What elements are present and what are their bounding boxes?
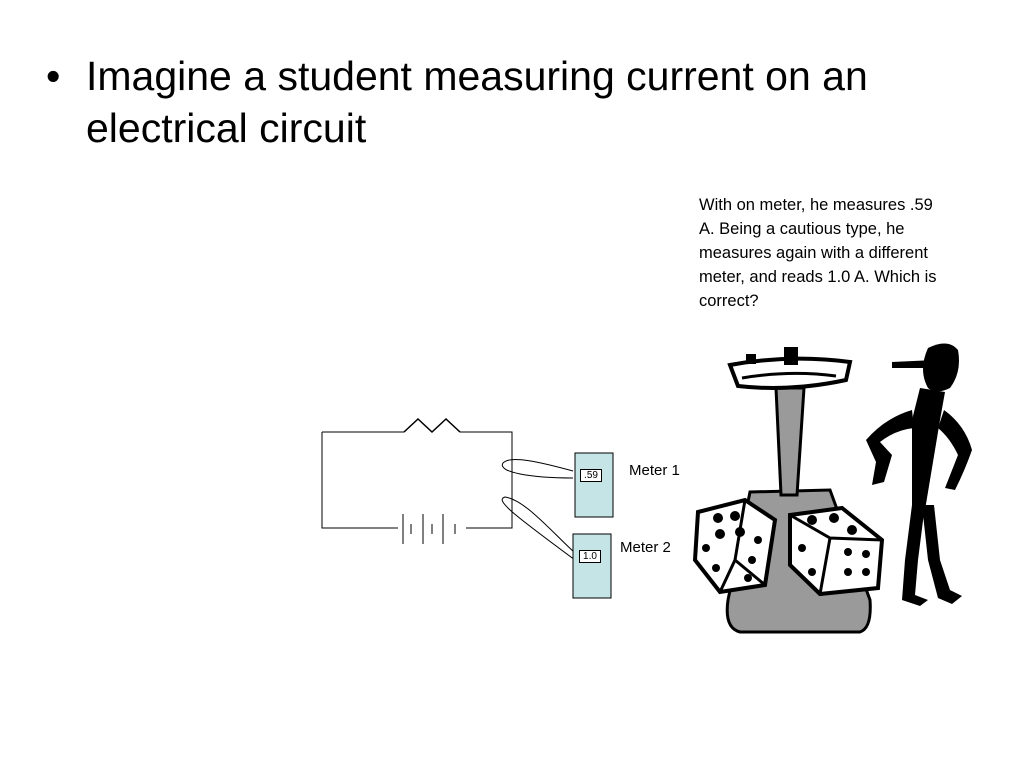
dice-left-icon bbox=[692, 497, 778, 595]
stick-figure-icon bbox=[866, 343, 972, 606]
circuit-wire bbox=[322, 418, 513, 529]
probe-lead-meter-2 bbox=[501, 496, 576, 561]
meter-2-body bbox=[572, 533, 612, 599]
bullet-point: • bbox=[46, 53, 61, 99]
slide-heading: Imagine a student measuring current on a… bbox=[86, 53, 868, 151]
meter-1-body bbox=[574, 452, 614, 518]
battery-icon bbox=[402, 514, 456, 544]
circuit-wire-left bbox=[321, 432, 398, 529]
probe-lead-meter-1 bbox=[501, 459, 574, 479]
meter-1-label: Meter 1 bbox=[629, 462, 680, 479]
dice-right-icon bbox=[788, 505, 885, 597]
resistor-icon bbox=[403, 417, 461, 434]
bullet-item: • Imagine a student measuring current on… bbox=[46, 50, 986, 154]
caption-text: With on meter, he measures .59 A. Being … bbox=[699, 196, 937, 310]
meter-1-display: .59 bbox=[580, 469, 602, 482]
meter-2-label: Meter 2 bbox=[620, 539, 671, 556]
meter-2-display: 1.0 bbox=[579, 550, 601, 563]
circuit-diagram bbox=[321, 417, 576, 561]
